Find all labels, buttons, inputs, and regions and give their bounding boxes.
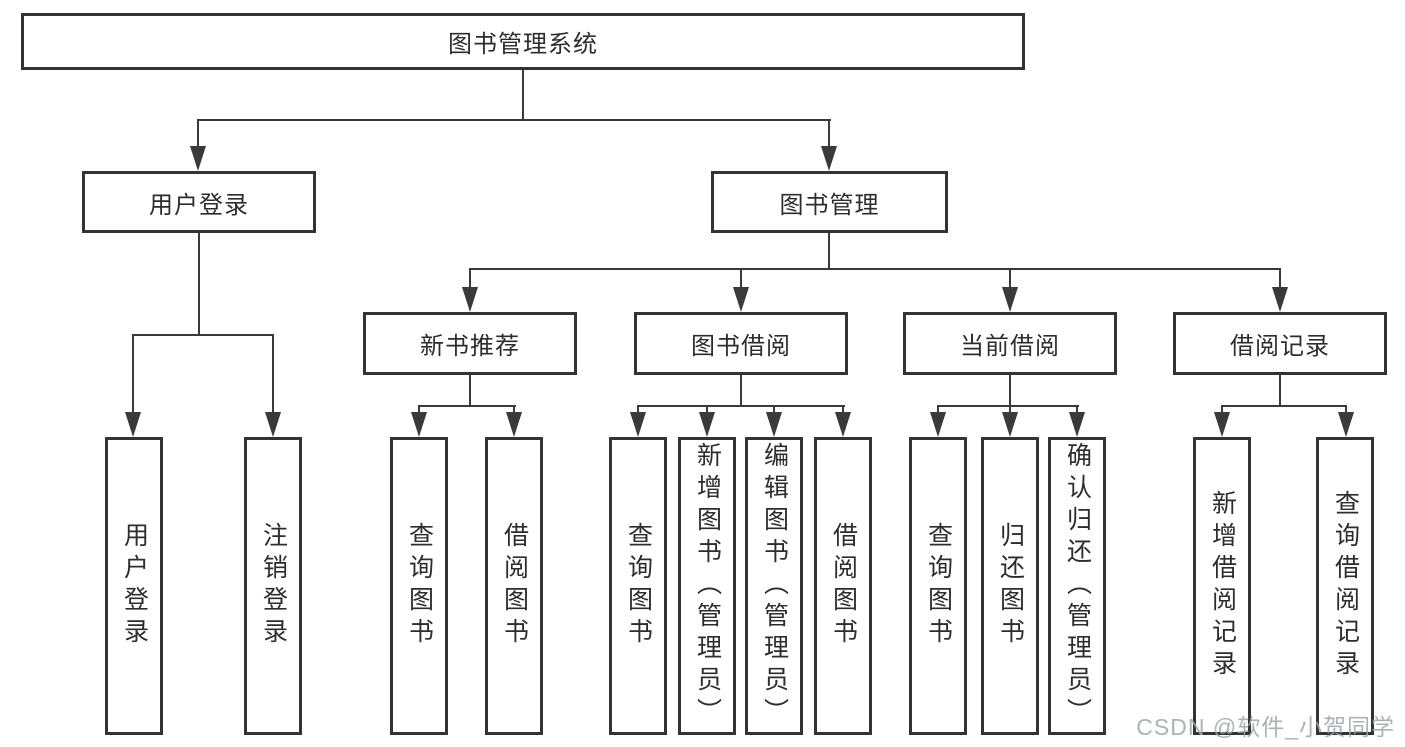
leaf-borrowing-query-book-label: 查询图书: [624, 522, 653, 650]
connector-line: [197, 119, 831, 121]
connector-line: [1279, 375, 1281, 406]
node-new-book-recommend-label: 新书推荐: [420, 333, 520, 360]
connector-line: [1221, 405, 1347, 407]
connector-line: [937, 405, 939, 414]
leaf-borrowing-query-book: 查询图书: [609, 437, 667, 735]
leaf-recommend-borrow-book: 借阅图书: [485, 437, 543, 735]
arrow-down-icon: [699, 412, 715, 437]
connector-line: [132, 334, 134, 414]
connector-line: [828, 119, 830, 148]
node-book-borrowing-label: 图书借阅: [691, 333, 791, 360]
arrow-down-icon: [1338, 412, 1354, 437]
connector-line: [469, 268, 1281, 270]
leaf-records-add-record: 新增借阅记录: [1193, 437, 1251, 735]
arrow-down-icon: [630, 412, 646, 437]
arrow-down-icon: [462, 287, 478, 312]
arrow-down-icon: [930, 412, 946, 437]
connector-line: [740, 375, 742, 406]
node-current-borrowing-label: 当前借阅: [960, 333, 1060, 360]
arrow-down-icon: [1272, 287, 1288, 312]
connector-line: [418, 405, 420, 414]
connector-line: [469, 268, 471, 289]
connector-line: [842, 405, 844, 414]
connector-line: [706, 405, 708, 414]
leaf-user-login-label: 用户登录: [120, 522, 149, 650]
connector-line: [132, 334, 274, 336]
leaf-borrowing-borrow-book-label: 借阅图书: [829, 522, 858, 650]
leaf-borrowing-edit-book-admin-label: 编辑图书（管理员）: [760, 442, 789, 730]
connector-line: [272, 334, 274, 414]
connector-line: [828, 233, 830, 270]
node-book-borrowing: 图书借阅: [634, 312, 848, 375]
connector-line: [1279, 268, 1281, 289]
leaf-current-confirm-return-admin-label: 确认归还（管理员）: [1063, 442, 1092, 730]
connector-line: [773, 405, 775, 414]
arrow-down-icon: [190, 146, 206, 171]
arrow-down-icon: [411, 412, 427, 437]
leaf-current-confirm-return-admin: 确认归还（管理员）: [1048, 437, 1106, 735]
connector-line: [1009, 405, 1011, 414]
node-user-login-label: 用户登录: [149, 191, 249, 219]
node-root-label: 图书管理系统: [448, 31, 598, 58]
leaf-recommend-borrow-book-label: 借阅图书: [500, 522, 529, 650]
node-root: 图书管理系统: [21, 13, 1025, 70]
connector-line: [1076, 405, 1078, 414]
leaf-logout-login-label: 注销登录: [259, 522, 288, 650]
connector-line: [740, 268, 742, 289]
arrow-down-icon: [1002, 287, 1018, 312]
arrow-down-icon: [1214, 412, 1230, 437]
node-current-borrowing: 当前借阅: [903, 312, 1117, 375]
connector-line: [637, 405, 845, 407]
leaf-current-query-book: 查询图书: [909, 437, 967, 735]
connector-line: [1009, 375, 1011, 406]
connector-line: [637, 405, 639, 414]
leaf-records-add-record-label: 新增借阅记录: [1208, 490, 1237, 682]
leaf-recommend-query-book: 查询图书: [390, 437, 448, 735]
connector-line: [1345, 405, 1347, 414]
leaf-borrowing-add-book-admin-label: 新增图书（管理员）: [693, 442, 722, 730]
leaf-current-return-book-label: 归还图书: [996, 522, 1025, 650]
node-borrowing-records-label: 借阅记录: [1230, 333, 1330, 360]
node-book-management: 图书管理: [711, 171, 948, 233]
arrow-down-icon: [265, 412, 281, 437]
connector-line: [418, 405, 516, 407]
leaf-borrowing-edit-book-admin: 编辑图书（管理员）: [745, 437, 803, 735]
node-book-management-label: 图书管理: [779, 191, 880, 219]
connector-line: [522, 70, 524, 120]
leaf-user-login: 用户登录: [105, 437, 163, 735]
leaf-recommend-query-book-label: 查询图书: [405, 522, 434, 650]
connector-line: [1009, 268, 1011, 289]
leaf-records-query-record: 查询借阅记录: [1316, 437, 1374, 735]
leaf-borrowing-borrow-book: 借阅图书: [814, 437, 872, 735]
arrow-down-icon: [835, 412, 851, 437]
node-new-book-recommend: 新书推荐: [363, 312, 577, 375]
leaf-current-query-book-label: 查询图书: [924, 522, 953, 650]
arrow-down-icon: [821, 146, 837, 171]
arrow-down-icon: [733, 287, 749, 312]
arrow-down-icon: [125, 412, 141, 437]
connector-line: [937, 405, 1079, 407]
arrow-down-icon: [766, 412, 782, 437]
connector-line: [197, 119, 199, 148]
arrow-down-icon: [1002, 412, 1018, 437]
connector-line: [469, 375, 471, 406]
node-user-login: 用户登录: [82, 171, 316, 233]
connector-line: [513, 405, 515, 414]
connector-line: [198, 233, 200, 335]
leaf-borrowing-add-book-admin: 新增图书（管理员）: [678, 437, 736, 735]
leaf-current-return-book: 归还图书: [981, 437, 1039, 735]
connector-line: [1221, 405, 1223, 414]
leaf-records-query-record-label: 查询借阅记录: [1331, 490, 1360, 682]
arrow-down-icon: [506, 412, 522, 437]
leaf-logout-login: 注销登录: [244, 437, 302, 735]
arrow-down-icon: [1069, 412, 1085, 437]
node-borrowing-records: 借阅记录: [1173, 312, 1387, 375]
